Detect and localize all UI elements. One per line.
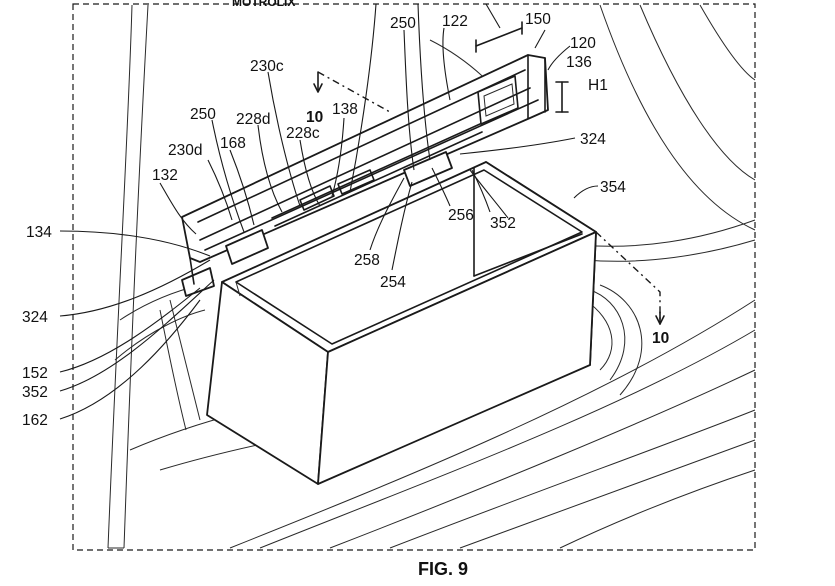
label-230d: 230d [168,142,202,159]
label-228d: 228d [236,111,270,128]
lid-assembly [181,54,549,297]
label-138: 138 [332,101,358,118]
label-352-left: 352 [22,384,48,401]
label-h1: H1 [588,77,608,94]
label-230c: 230c [250,58,284,75]
label-250-right: 250 [390,15,416,32]
section-mark-10-top: 10 [306,109,323,126]
watermark-logo: MOTROLIX [232,0,295,9]
leader-lines [59,3,599,420]
label-150: 150 [525,11,551,28]
figure-border [72,3,756,551]
label-152: 152 [22,365,48,382]
figure-caption: FIG. 9 [418,559,468,579]
label-258: 258 [354,252,380,269]
label-324-right: 324 [580,131,606,148]
label-134: 134 [26,224,52,241]
dimension-marks [475,21,569,113]
label-250-left: 250 [190,106,216,123]
label-162: 162 [22,412,48,429]
label-168: 168 [220,135,246,152]
section-mark-10-right: 10 [652,330,669,347]
label-228c: 228c [286,125,320,142]
reference-labels: 134 324 152 352 162 132 230d 168 250 228… [22,11,669,429]
label-352-right: 352 [490,215,516,232]
label-120: 120 [570,35,596,52]
label-136: 136 [566,54,592,71]
label-354: 354 [600,179,626,196]
label-122: 122 [442,13,468,30]
label-254: 254 [380,274,406,291]
label-324-left: 324 [22,309,48,326]
section-line [313,71,665,325]
label-132: 132 [152,167,178,184]
storage-box [206,161,597,485]
label-256: 256 [448,207,474,224]
